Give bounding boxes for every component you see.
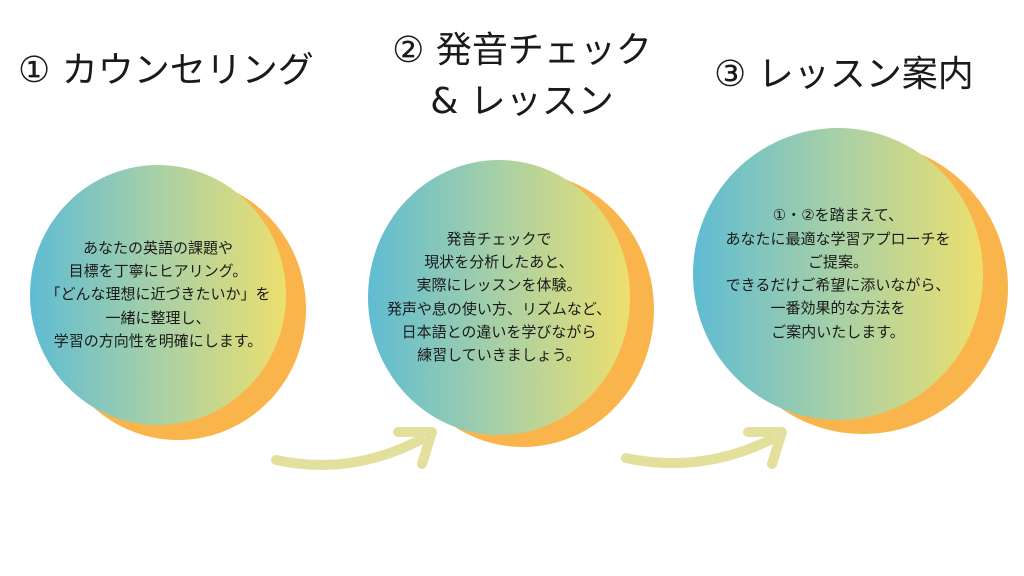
text-line: ご案内いたします。 xyxy=(771,322,905,341)
text-line: できるだけご希望に添いながら、 xyxy=(725,276,951,294)
text-line: 日本語との違いを学びながら xyxy=(401,322,597,341)
text-line: あなたの英語の課題や xyxy=(82,238,233,257)
step3-title: ③ レッスン案内 xyxy=(714,54,974,95)
step3-circle: ①・②を踏まえて、 あなたに最適な学習アプローチを ご提案。 できるだけご希望に… xyxy=(693,128,983,420)
text-line: 目標を丁寧にヒアリング。 xyxy=(68,262,248,281)
text-line: あなたに最適な学習アプローチを xyxy=(725,229,951,248)
step2-title-line2: & レッスン xyxy=(430,81,614,122)
text-line: 一番効果的な方法を xyxy=(770,299,906,318)
text-line: ご提案。 xyxy=(807,252,868,271)
text-line: ①・②を踏まえて、 xyxy=(772,206,904,225)
arrow-icon xyxy=(271,427,437,470)
step3-description: ①・②を踏まえて、 あなたに最適な学習アプローチを ご提案。 できるだけご希望に… xyxy=(725,204,950,344)
text-line: 現状を分析したあと、 xyxy=(424,253,574,271)
text-line: 一緒に整理し、 xyxy=(105,308,211,327)
step2-circle: 発音チェックで 現状を分析したあと、 実際にレッスンを体験。 発声や息の使い方、… xyxy=(368,160,630,435)
step1-description: あなたの英語の課題や 目標を丁寧にヒアリング。 「どんな理想に近づきたいか」を … xyxy=(45,237,270,353)
arrow-icon xyxy=(621,427,787,469)
step2-title: ② 発音チェック & レッスン xyxy=(372,28,672,124)
text-line: 発音チェックで xyxy=(446,229,552,248)
text-line: 「どんな理想に近づきたいか」を xyxy=(45,285,271,304)
step1-circle: あなたの英語の課題や 目標を丁寧にヒアリング。 「どんな理想に近づきたいか」を … xyxy=(30,165,286,425)
text-line: 練習していきましょう。 xyxy=(417,346,581,364)
text-line: 学習の方向性を明確にします。 xyxy=(53,331,263,350)
step2-title-line1: ② 発音チェック xyxy=(392,30,652,71)
text-line: 発声や息の使い方、リズムなど、 xyxy=(386,299,612,318)
step2-description: 発音チェックで 現状を分析したあと、 実際にレッスンを体験。 発声や息の使い方、… xyxy=(387,228,611,368)
text-line: 実際にレッスンを体験。 xyxy=(416,276,582,295)
step1-title: ① カウンセリング xyxy=(18,50,314,91)
